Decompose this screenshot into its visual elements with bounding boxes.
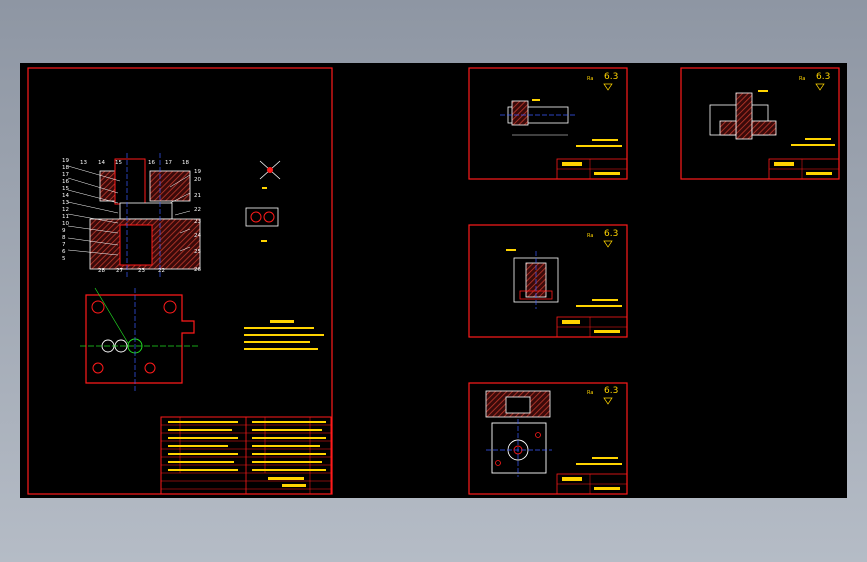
part-sheet-1: Ra 6.3 xyxy=(468,67,628,180)
part-number-left: 9 xyxy=(62,228,66,234)
part-number-top: 16 xyxy=(148,160,155,166)
part-number-right: 20 xyxy=(194,177,201,183)
assembly-sheet: 19 18 17 16 15 14 13 12 11 10 9 8 7 6 5 … xyxy=(27,67,333,495)
title-block-1 xyxy=(556,158,628,180)
title-block-4 xyxy=(556,473,628,495)
title-block-2 xyxy=(768,158,840,180)
part-4-view xyxy=(485,390,552,477)
technical-notes xyxy=(244,320,324,350)
drawing-canvas[interactable]: 19 18 17 16 15 14 13 12 11 10 9 8 7 6 5 … xyxy=(20,63,847,498)
part-number-right: 23 xyxy=(194,219,201,225)
roughness-value: 6.3 xyxy=(604,386,618,396)
part-number-right: 24 xyxy=(194,233,201,239)
spring-row xyxy=(119,202,173,220)
roughness-label: Ra xyxy=(587,390,593,396)
part-number-left: 15 xyxy=(62,186,69,192)
part-sheet-4: Ra 6.3 xyxy=(468,382,628,495)
roughness-label: Ra xyxy=(587,233,593,239)
part-sheet-3: Ra 6.3 xyxy=(468,224,628,338)
part-2-view xyxy=(709,90,777,140)
part-number-left: 17 xyxy=(62,172,69,178)
part-number-left: 8 xyxy=(62,235,66,241)
part-number-bottom: 22 xyxy=(158,268,165,274)
part-number-right: 21 xyxy=(194,193,201,199)
plan-view xyxy=(80,287,200,391)
part-number-top: 13 xyxy=(80,160,87,166)
part-number-left: 5 xyxy=(62,256,66,262)
part-sheet-2: Ra 6.3 xyxy=(680,67,840,180)
part-number-left: 16 xyxy=(62,179,69,185)
part-number-top: 15 xyxy=(115,160,122,166)
part-numbers: 19 18 17 16 15 14 13 12 11 10 9 8 7 6 5 … xyxy=(62,158,201,274)
roughness-value: 6.3 xyxy=(604,72,618,82)
part-number-top: 18 xyxy=(182,160,189,166)
roughness-label: Ra xyxy=(799,76,805,82)
part-number-bottom: 23 xyxy=(138,268,145,274)
detail-views xyxy=(245,160,281,242)
part-number-left: 10 xyxy=(62,221,69,227)
part-number-left: 13 xyxy=(62,200,69,206)
bom-table xyxy=(160,416,332,495)
part-number-right: 26 xyxy=(194,267,201,273)
cad-viewport[interactable]: 19 18 17 16 15 14 13 12 11 10 9 8 7 6 5 … xyxy=(20,63,847,498)
roughness-label: Ra xyxy=(587,76,593,82)
part-number-left: 7 xyxy=(62,242,66,248)
part-number-top: 14 xyxy=(98,160,105,166)
part-number-right: 22 xyxy=(194,207,201,213)
title-block-3 xyxy=(556,316,628,338)
part-number-bottom: 28 xyxy=(98,268,105,274)
part-number-top: 17 xyxy=(165,160,172,166)
roughness-value: 6.3 xyxy=(604,229,618,239)
part-number-left: 14 xyxy=(62,193,69,199)
roughness-value: 6.3 xyxy=(816,72,830,82)
part-callouts xyxy=(67,165,191,256)
part-number-left: 19 xyxy=(62,158,69,164)
part-3-view xyxy=(506,249,559,309)
part-number-left: 18 xyxy=(62,165,69,171)
part-number-left: 6 xyxy=(62,249,66,255)
part-number-left: 11 xyxy=(62,214,69,220)
part-number-right: 25 xyxy=(194,249,201,255)
part-number-bottom: 27 xyxy=(116,268,123,274)
part-number-left: 12 xyxy=(62,207,69,213)
section-view xyxy=(89,153,201,278)
part-number-right: 19 xyxy=(194,169,201,175)
part-1-view xyxy=(500,99,576,136)
